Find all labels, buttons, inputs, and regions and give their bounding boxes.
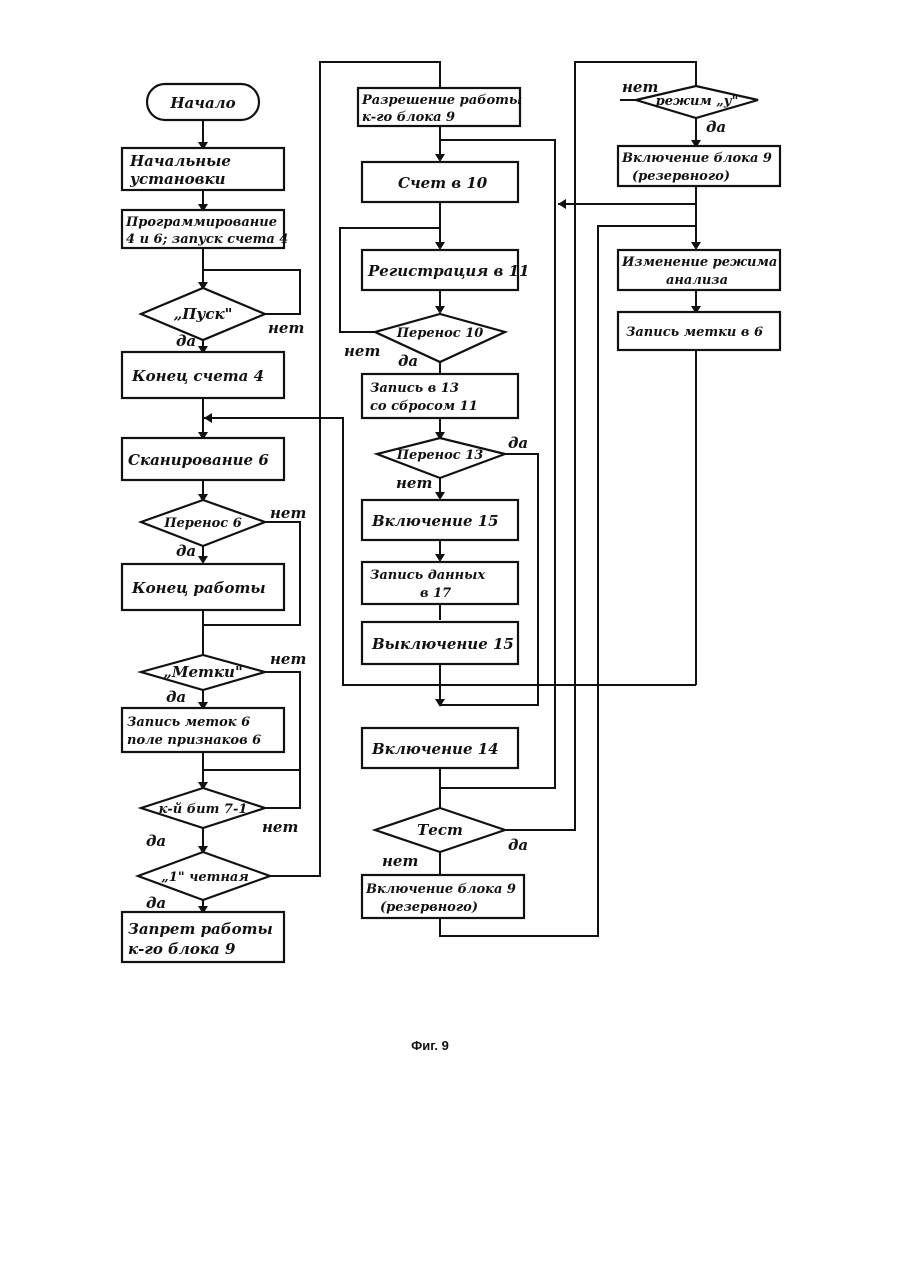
block-end-work-label: Конец работы	[131, 579, 266, 597]
block-allow-line-2: к-го блока 9	[362, 110, 455, 125]
decision-test-yes: да	[508, 836, 528, 854]
block-write13: Запись в 13 со сбросом 11	[362, 374, 518, 418]
decision-pusk: „Пуск"	[141, 288, 265, 340]
block-on15: Включение 15	[362, 500, 518, 540]
block-writedata-line-2: в 17	[420, 586, 451, 601]
block-allow: Разрешение работы к-го блока 9	[358, 88, 522, 126]
decision-chetnaya: „1" четная	[138, 852, 270, 900]
block-programming: Программирование 4 и 6; запуск счета 4	[122, 210, 288, 248]
figure-caption: Фиг. 9	[411, 1038, 449, 1053]
decision-mode-no: нет	[622, 78, 658, 96]
block-on14-label: Включение 14	[371, 740, 499, 758]
decision-mode-label: режим „у"	[656, 94, 739, 109]
block-start-label: Начало	[169, 94, 235, 112]
block-scan: Сканирование 6	[122, 438, 284, 480]
decision-mode-yes: да	[706, 118, 726, 136]
decision-perenos10: Перенос 10	[375, 314, 505, 362]
decision-perenos6-label: Перенос 6	[163, 516, 242, 531]
block-write-mark-label: Запись метки в 6	[626, 325, 763, 340]
decision-metki-no: нет	[270, 650, 306, 668]
decision-pusk-no: нет	[268, 319, 304, 337]
block-end-count: Конец счета 4	[122, 352, 284, 398]
block-end-work: Конец работы	[122, 564, 284, 610]
decision-test: Тест	[375, 808, 505, 852]
block-reserve: Включение блока 9 (резервного)	[362, 875, 524, 918]
decision-pusk-label: „Пуск"	[174, 305, 233, 323]
block-reserve2-line-2: (резервного)	[632, 169, 730, 184]
block-scan-label: Сканирование 6	[128, 451, 269, 469]
block-change-mode-line-2: анализа	[666, 273, 728, 288]
decision-perenos10-no: нет	[344, 342, 380, 360]
block-reserve-line-1: Включение блока 9	[365, 882, 516, 897]
block-writedata-line-1: Запись данных	[370, 568, 485, 583]
block-writedata: Запись данных в 17	[362, 562, 518, 604]
block-on14: Включение 14	[362, 728, 518, 768]
block-off15-label: Выключение 15	[371, 635, 514, 653]
decision-test-no: нет	[382, 852, 418, 870]
decision-perenos13: Перенос 13	[377, 438, 505, 478]
block-reg11: Регистрация в 11	[362, 250, 529, 290]
block-forbid: Запрет работы к-го блока 9	[122, 912, 284, 962]
block-write-mark: Запись метки в 6	[618, 312, 780, 350]
decision-pusk-yes: да	[176, 332, 196, 350]
decision-test-label: Тест	[417, 821, 463, 839]
block-write-marks-line-2: поле признаков 6	[127, 733, 261, 748]
decision-kbit: к-й бит 7-1	[141, 788, 265, 828]
block-init-line-1: Начальные	[129, 152, 231, 170]
decision-kbit-no: нет	[262, 818, 298, 836]
decision-perenos13-yes: да	[508, 434, 528, 452]
block-reserve-line-2: (резервного)	[380, 900, 478, 915]
block-reserve2-line-1: Включение блока 9	[621, 151, 772, 166]
block-write-marks: Запись меток 6 поле признаков 6	[122, 708, 284, 752]
block-write13-line-2: со сбросом 11	[370, 399, 478, 414]
block-write-marks-line-1: Запись меток 6	[127, 715, 250, 730]
block-change-mode: Изменение режима анализа	[618, 250, 780, 290]
block-reg11-label: Регистрация в 11	[367, 262, 529, 280]
decision-kbit-yes: да	[146, 832, 166, 850]
block-init: Начальные установки	[122, 148, 284, 190]
block-forbid-line-1: Запрет работы	[128, 920, 273, 938]
decision-perenos6: Перенос 6	[141, 500, 265, 546]
block-count10-label: Счет в 10	[398, 174, 488, 192]
decision-metki: „Метки"	[141, 655, 265, 690]
decision-kbit-label: к-й бит 7-1	[159, 802, 248, 817]
block-forbid-line-2: к-го блока 9	[128, 940, 236, 958]
decision-perenos10-label: Перенос 10	[396, 326, 484, 341]
block-change-mode-line-1: Изменение режима	[621, 255, 777, 270]
decision-metki-label: „Метки"	[163, 663, 243, 681]
block-end-count-label: Конец счета 4	[131, 367, 264, 385]
block-programming-line-2: 4 и 6; запуск счета 4	[126, 232, 288, 247]
block-init-line-2: установки	[129, 170, 226, 188]
block-start: Начало	[147, 84, 259, 120]
decision-perenos10-yes: да	[398, 352, 418, 370]
block-programming-line-1: Программирование	[125, 215, 277, 230]
block-count10: Счет в 10	[362, 162, 518, 202]
block-allow-line-1: Разрешение работы	[361, 93, 522, 108]
decision-perenos6-yes: да	[176, 542, 196, 560]
decision-metki-yes: да	[166, 688, 186, 706]
block-write13-line-1: Запись в 13	[370, 381, 459, 396]
block-reserve2: Включение блока 9 (резервного)	[618, 146, 780, 186]
block-off15: Выключение 15	[362, 622, 518, 664]
decision-chetnaya-label: „1" четная	[161, 870, 248, 885]
decision-perenos13-no: нет	[396, 474, 432, 492]
decision-chetnaya-yes: да	[146, 894, 166, 912]
decision-perenos13-label: Перенос 13	[396, 448, 484, 463]
decision-perenos6-no: нет	[270, 504, 306, 522]
block-on15-label: Включение 15	[371, 512, 499, 530]
